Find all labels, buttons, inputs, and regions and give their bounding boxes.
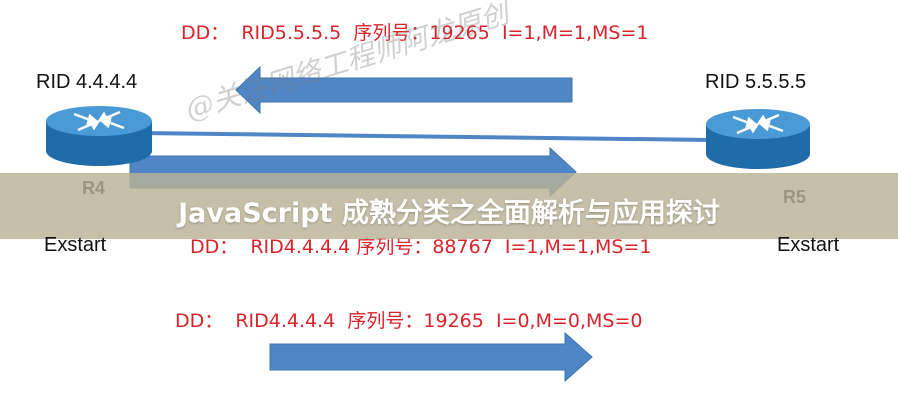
arrow-right-icon — [269, 331, 593, 383]
seq-value: 19265 — [429, 22, 490, 44]
dd-line-bottom: DD： RID4.4.4.4 序列号：19265 I=0,M=0,MS=0 — [175, 306, 643, 333]
dd-line-top: DD： RID5.5.5.5 序列号：19265 I=1,M=1,MS=1 — [181, 18, 649, 45]
dd-label: DD： — [181, 22, 230, 44]
seq-label: 序列号： — [353, 22, 430, 44]
flags: I=1,M=1,MS=1 — [504, 236, 652, 258]
left-router-rid: RID 4.4.4.4 — [36, 71, 138, 93]
dd-label: DD： — [175, 310, 224, 332]
rid-value: RID4.4.4.4 — [235, 310, 336, 332]
router-icon — [46, 106, 152, 166]
seq-value: 19265 — [423, 310, 484, 332]
banner-title: JavaScript 成熟分类之全面解析与应用探讨 — [178, 198, 720, 229]
rid-value: RID5.5.5.5 — [241, 22, 342, 44]
right-router-rid: RID 5.5.5.5 — [705, 71, 807, 93]
title-banner — [0, 173, 898, 239]
dd-label: DD： — [190, 236, 239, 258]
seq-label: 序列号： — [356, 236, 433, 258]
left-router-state: Exstart — [44, 234, 107, 256]
dd-line-middle: DD： RID4.4.4.4 序列号：88767 I=1,M=1,MS=1 — [190, 232, 651, 259]
seq-label: 序列号： — [347, 310, 424, 332]
flags: I=0,M=0,MS=0 — [495, 310, 643, 332]
router-icon — [706, 109, 810, 169]
right-router-state: Exstart — [777, 234, 840, 256]
arrow-left-icon — [235, 65, 573, 115]
rid-value: RID4.4.4.4 — [250, 236, 351, 258]
flags: I=1,M=1,MS=1 — [501, 22, 649, 44]
seq-value: 88767 — [432, 236, 493, 258]
link-line — [139, 131, 713, 142]
